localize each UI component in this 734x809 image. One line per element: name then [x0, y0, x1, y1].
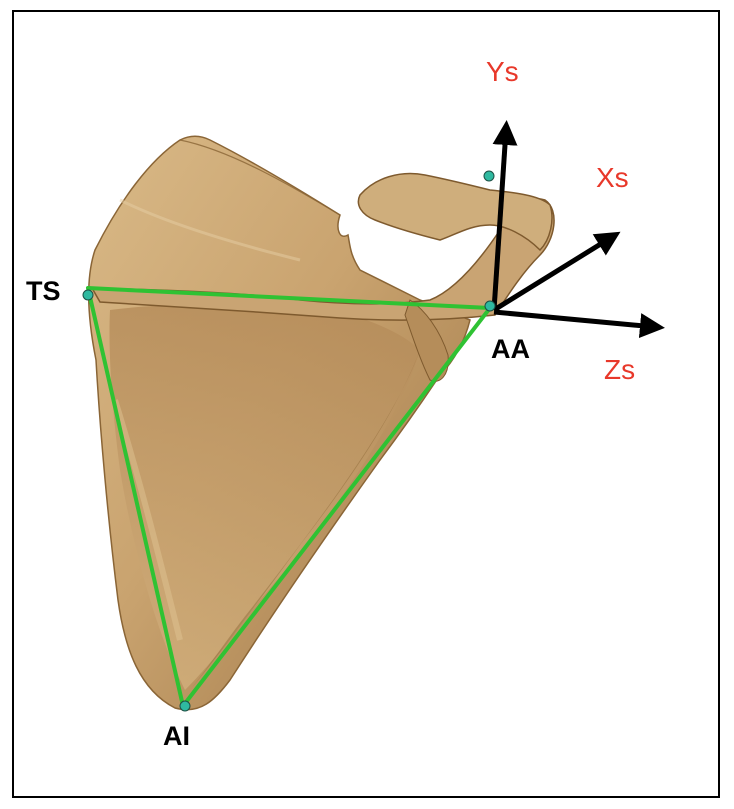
ai-label: AI — [163, 721, 190, 751]
ts-marker — [83, 290, 93, 300]
acromion-marker — [484, 171, 494, 181]
ts-label: TS — [26, 276, 61, 306]
aa-label: AA — [491, 334, 530, 364]
z-axis-label: Zs — [604, 354, 635, 385]
ai-marker — [180, 701, 190, 711]
aa-marker — [485, 301, 495, 311]
y-axis-label: Ys — [486, 56, 519, 87]
x-axis-label: Xs — [596, 162, 629, 193]
z-axis-arrow — [494, 312, 655, 327]
scapula-bone — [89, 136, 554, 709]
